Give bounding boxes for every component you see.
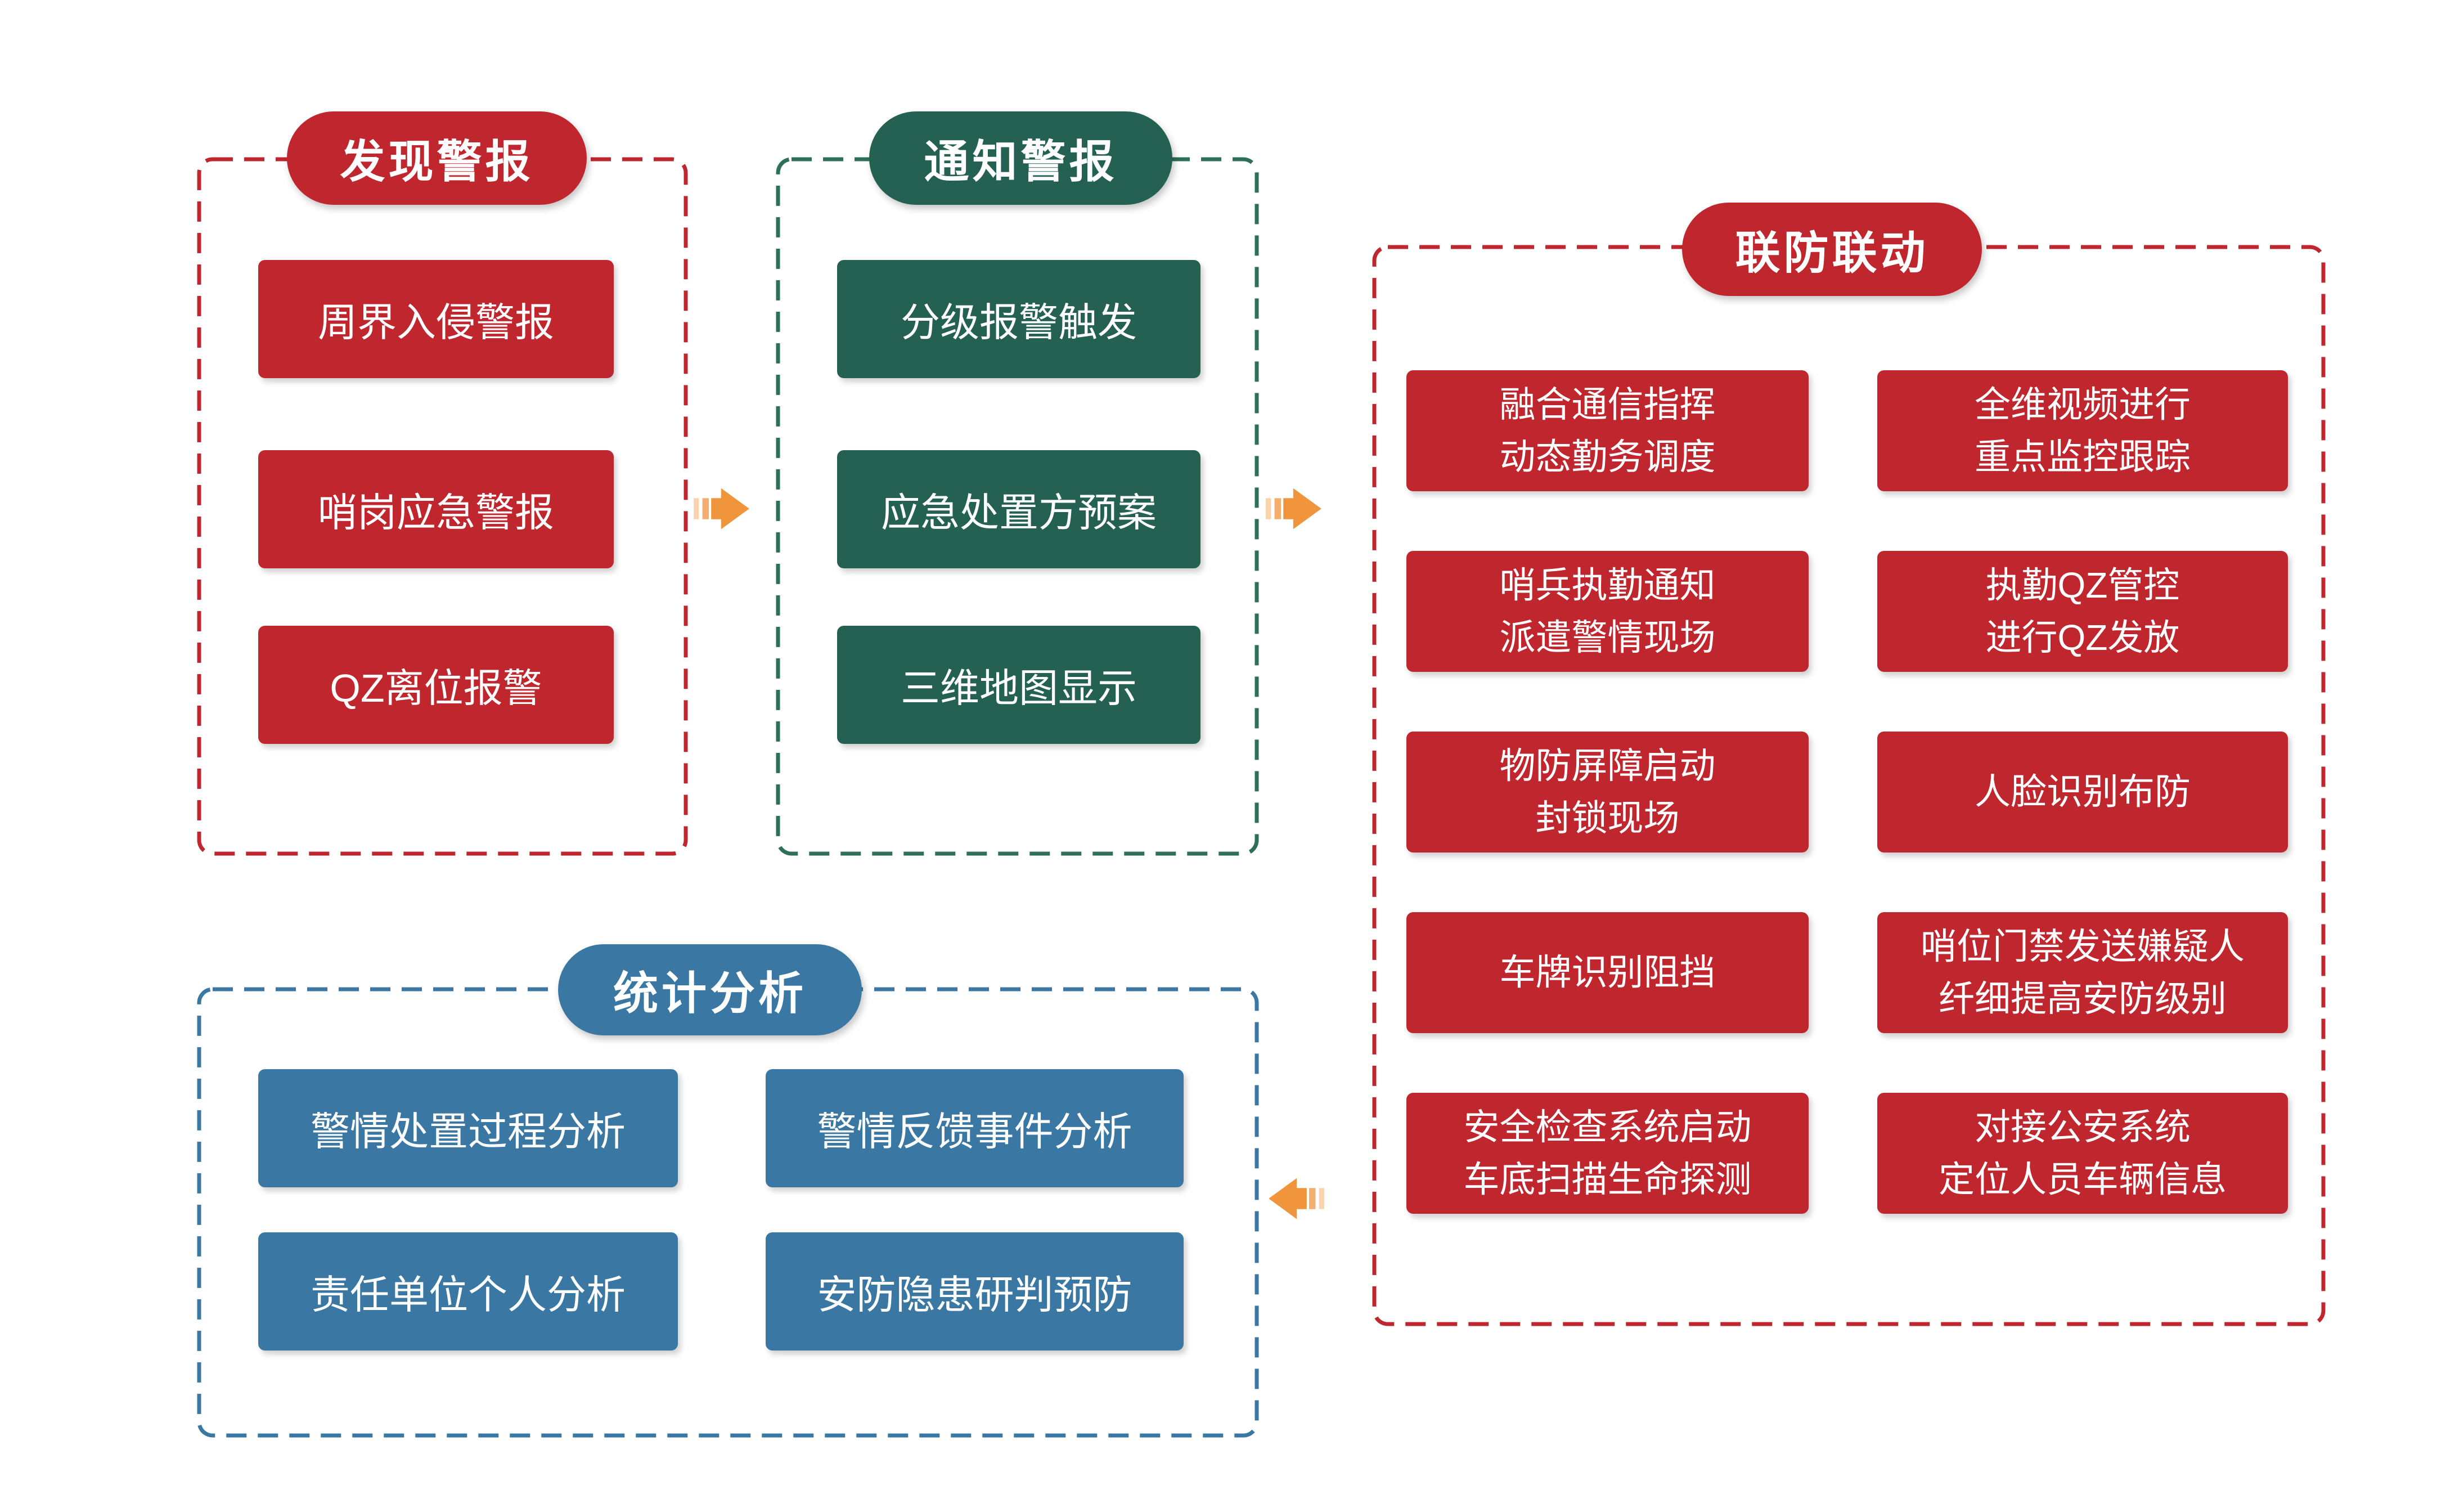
notify-item-3d-map: 三维地图显示: [837, 626, 1200, 744]
arrow-head: [711, 488, 749, 530]
stats-section-border: [197, 987, 1259, 1438]
linkage-item-plate-recognition: 车牌识别阻挡: [1406, 912, 1809, 1033]
stats-item-hidden-danger: 安防隐患研判预防: [766, 1232, 1184, 1351]
linkage-item-line: 车牌识别阻挡: [1499, 952, 1716, 993]
linkage-item-line: 哨位门禁发送嫌疑人: [1921, 926, 2245, 967]
linkage-item-access-control-suspect: 哨位门禁发送嫌疑人 纤细提高安防级别: [1877, 912, 2288, 1033]
linkage-item-line: 安全检查系统启动: [1463, 1106, 1752, 1147]
arrow-head: [1269, 1178, 1307, 1219]
linkage-item-line: 进行QZ发放: [1985, 617, 2180, 658]
stats-item-disposal-process: 警情处置过程分析: [258, 1069, 678, 1187]
linkage-section-header: 联防联动: [1682, 203, 1982, 296]
linkage-item-physical-barrier: 物防屏障启动 封锁现场: [1406, 732, 1809, 853]
notify-item-emergency-plan: 应急处置方预案: [837, 450, 1200, 568]
linkage-item-qz-control: 执勤QZ管控 进行QZ发放: [1877, 551, 2288, 672]
linkage-item-sentry-duty-notice: 哨兵执勤通知 派遣警情现场: [1406, 551, 1809, 672]
arrow-stripe-inner: [1274, 498, 1282, 519]
linkage-item-line: 动态勤务调度: [1499, 436, 1716, 477]
linkage-item-line: 派遣警情现场: [1499, 617, 1716, 658]
arrow-stripe-outer: [1319, 1188, 1324, 1209]
linkage-item-line: 物防屏障启动: [1499, 745, 1716, 786]
linkage-item-line: 对接公安系统: [1975, 1106, 2191, 1147]
linkage-item-line: 融合通信指挥: [1499, 384, 1716, 425]
discover-item-perimeter-intrusion: 周界入侵警报: [258, 260, 614, 378]
arrow-stripe-outer: [1266, 498, 1271, 519]
linkage-item-omni-video: 全维视频进行 重点监控跟踪: [1877, 370, 2288, 491]
linkage-item-security-check: 安全检查系统启动 车底扫描生命探测: [1406, 1093, 1809, 1214]
linkage-item-line: 车底扫描生命探测: [1463, 1159, 1752, 1200]
discover-section-header: 发现警报: [287, 111, 587, 205]
linkage-item-line: 定位人员车辆信息: [1939, 1159, 2227, 1200]
linkage-item-line: 哨兵执勤通知: [1499, 564, 1716, 605]
arrow-right-icon: [1266, 488, 1321, 530]
arrow-right-icon: [694, 488, 749, 530]
notify-section-header: 通知警报: [869, 111, 1172, 205]
stats-item-feedback-events: 警情反馈事件分析: [766, 1069, 1184, 1187]
arrow-stripe-inner: [1309, 1188, 1316, 1209]
notify-item-graded-alarm: 分级报警触发: [837, 260, 1200, 378]
arrow-head: [1283, 488, 1321, 530]
linkage-item-line: 全维视频进行: [1975, 384, 2191, 425]
stats-item-responsible-unit: 责任单位个人分析: [258, 1232, 678, 1351]
linkage-item-line: 封锁现场: [1535, 797, 1680, 838]
linkage-item-line: 重点监控跟踪: [1975, 436, 2191, 477]
linkage-item-line: 人脸识别布防: [1975, 771, 2191, 813]
linkage-item-line: 执勤QZ管控: [1985, 564, 2180, 605]
linkage-item-police-system: 对接公安系统 定位人员车辆信息: [1877, 1093, 2288, 1214]
discover-item-sentry-emergency: 哨岗应急警报: [258, 450, 614, 568]
linkage-item-line: 纤细提高安防级别: [1939, 978, 2227, 1019]
linkage-item-fused-comms: 融合通信指挥 动态勤务调度: [1406, 370, 1809, 491]
discover-item-qz-offsite: QZ离位报警: [258, 626, 614, 744]
arrow-left-icon: [1269, 1178, 1324, 1219]
stats-section-header: 统计分析: [558, 944, 862, 1035]
linkage-item-face-recognition: 人脸识别布防: [1877, 732, 2288, 853]
arrow-stripe-inner: [702, 498, 709, 519]
arrow-stripe-outer: [694, 498, 699, 519]
